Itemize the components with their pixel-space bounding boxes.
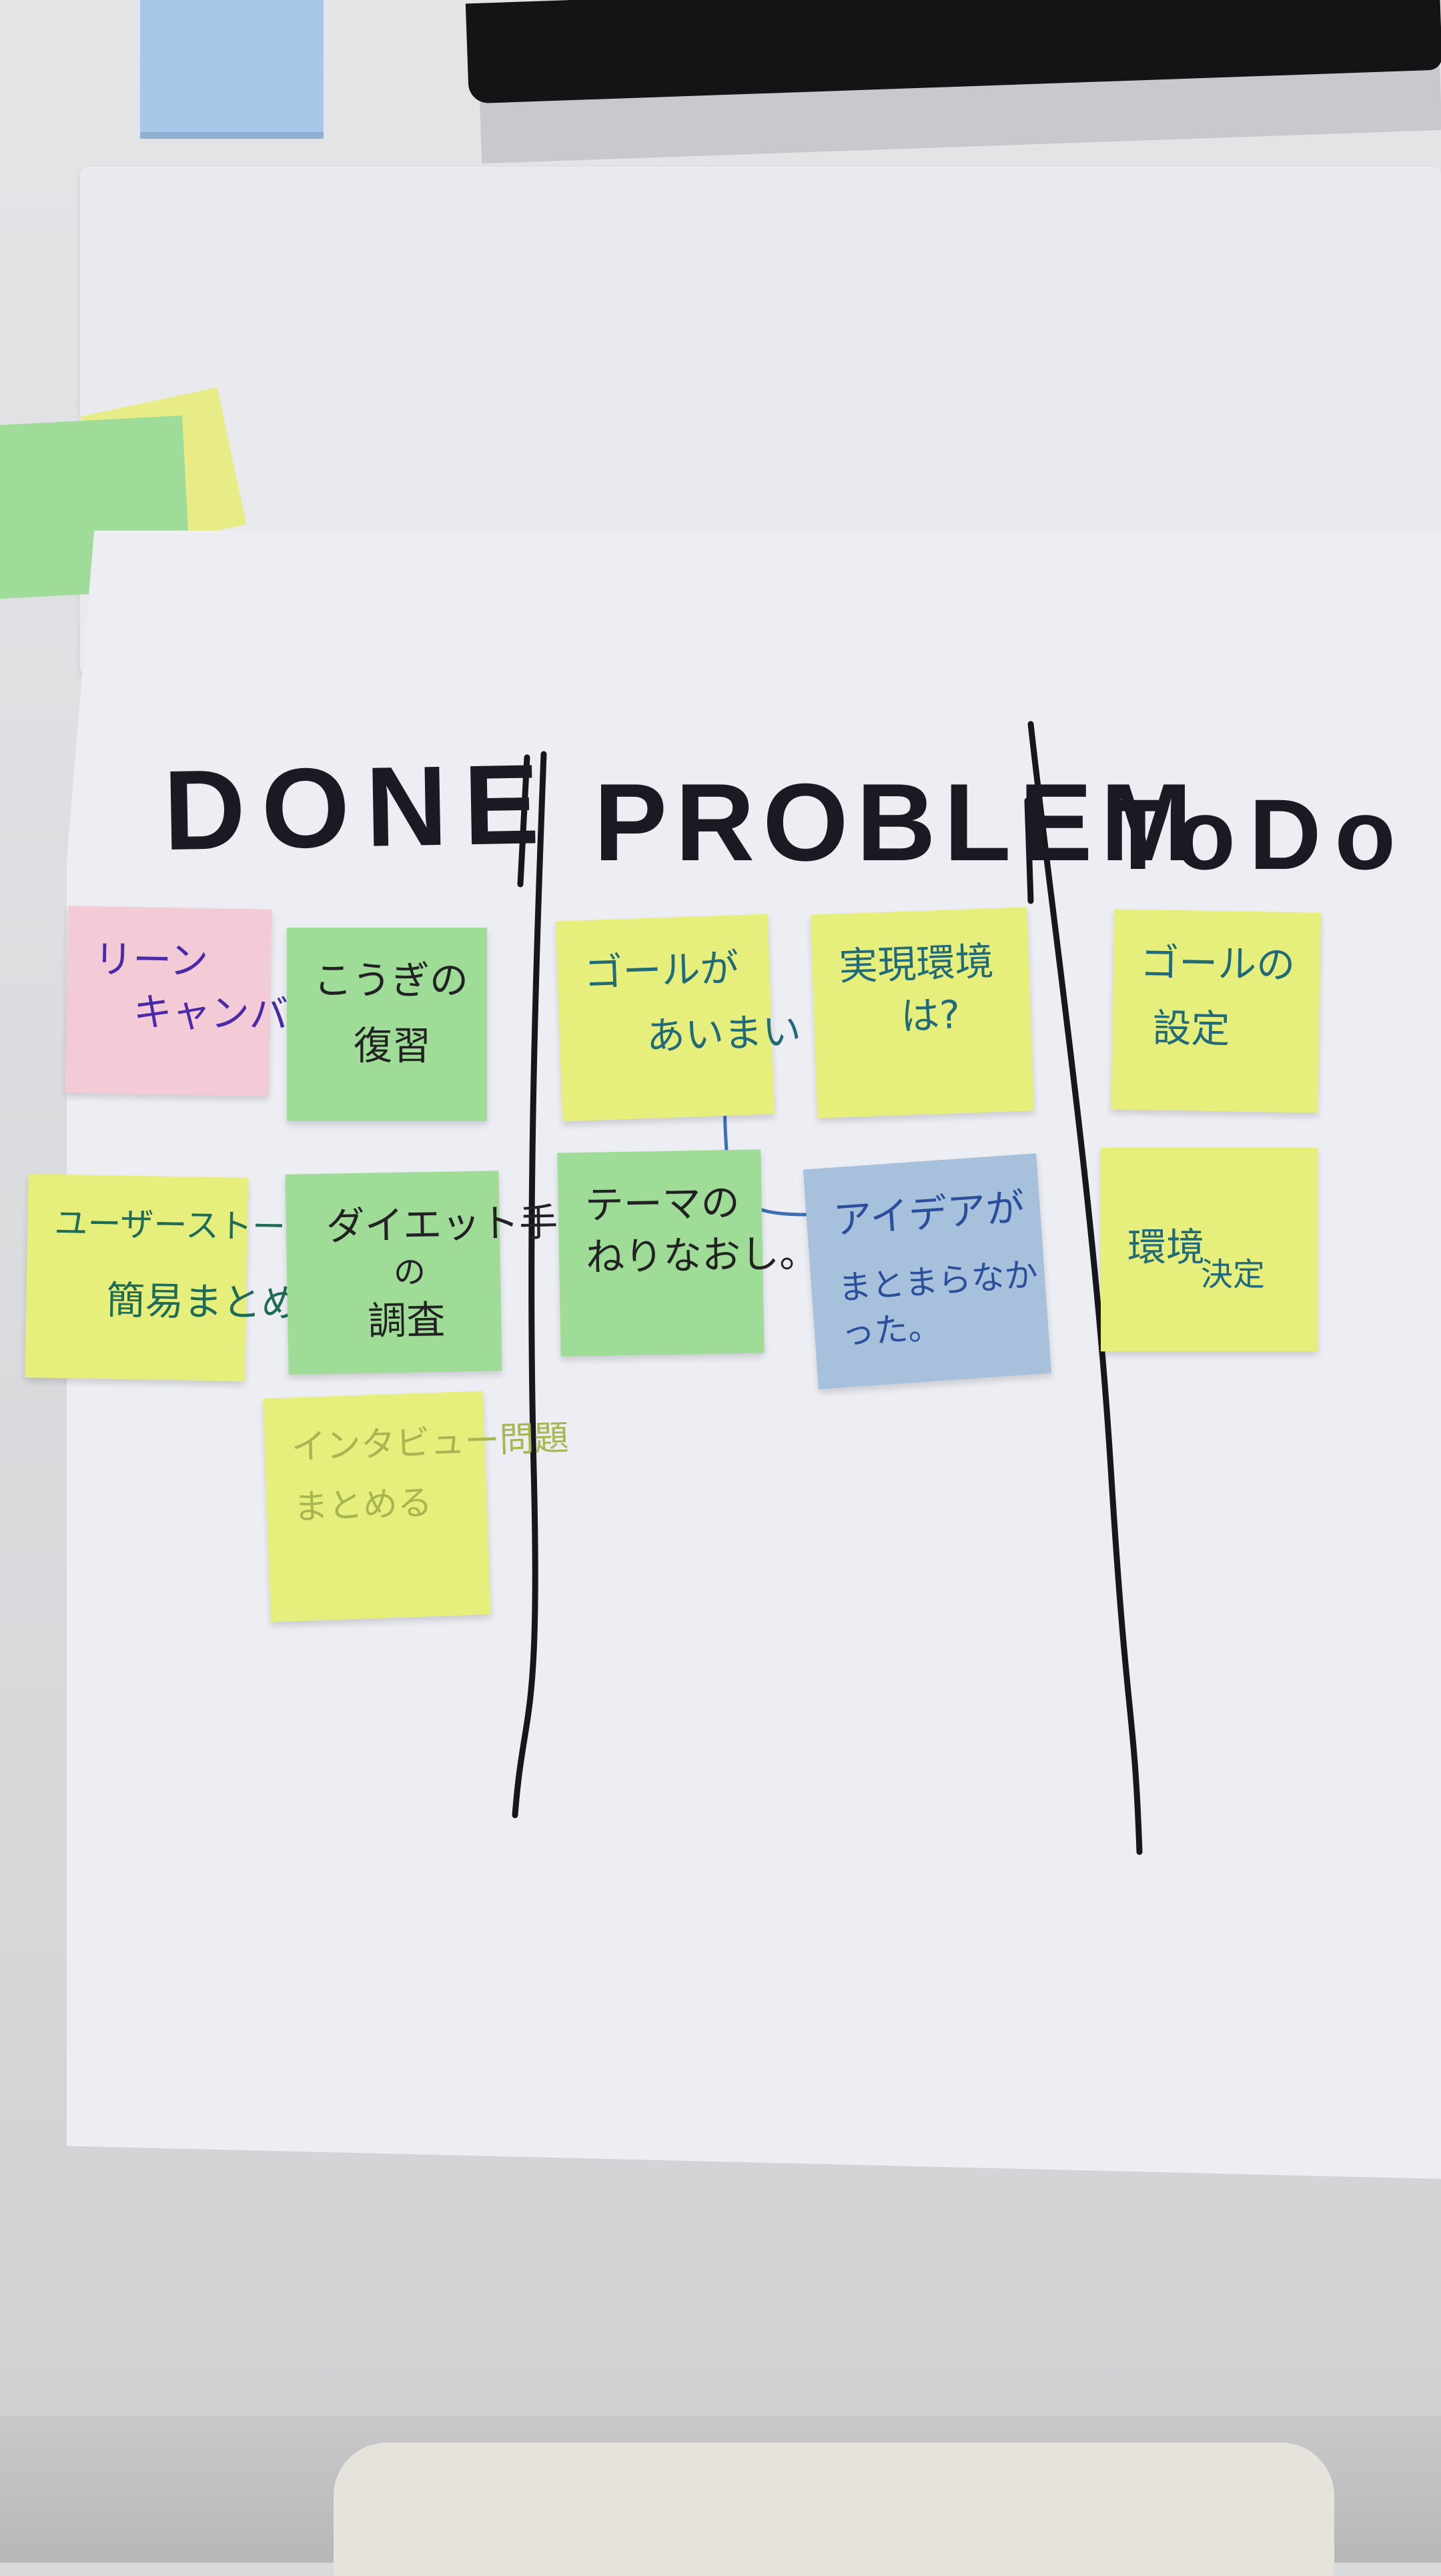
- sticky-note-lecture-review: こうぎの 復習: [287, 928, 487, 1121]
- note-text: は?: [900, 992, 961, 1040]
- note-text: インタビュー問題: [290, 1417, 570, 1468]
- heading-tick-problem: [1024, 797, 1034, 904]
- note-text: 復習: [354, 1023, 432, 1069]
- note-text: 決定: [1201, 1256, 1266, 1294]
- note-text: の: [393, 1253, 426, 1292]
- note-text: 簡易まとめ: [105, 1277, 300, 1326]
- note-text: あいまい: [645, 1008, 803, 1060]
- heading-tick-done: [517, 754, 530, 888]
- heading-problem: PROBLEM: [594, 761, 1200, 884]
- sticky-note-environment: 実現環境 は?: [810, 907, 1035, 1118]
- note-text: 実現環境: [838, 938, 995, 990]
- note-text: リーン: [93, 936, 209, 984]
- heading-done: DONE: [162, 740, 556, 875]
- sticky-note-goal-setting: ゴールの 設定: [1111, 909, 1322, 1113]
- sticky-note-user-story: ユーザーストーリー 簡易まとめ: [25, 1174, 353, 1381]
- note-text: アイデアが: [831, 1184, 1027, 1243]
- divider-done-problem: [512, 751, 547, 1819]
- sticky-note-environment-decision: 環境 決定: [1101, 1148, 1318, 1351]
- sticky-note-lean-canvas: リーン キャンバス: [65, 906, 328, 1096]
- note-text: テーマの: [584, 1179, 741, 1228]
- note-text: 環境: [1127, 1225, 1206, 1270]
- sticky-note-diet-research: ダイエット手法 の 調査: [285, 1171, 597, 1375]
- note-text: ユーザーストーリー: [53, 1203, 353, 1248]
- sticky-note-goal-vague: ゴールが あいまい: [555, 914, 803, 1122]
- note-text: まとめる: [292, 1483, 433, 1528]
- sticky-note-idea: アイデアが まとまらなか った。: [803, 1153, 1052, 1389]
- blue-sticky-pad: [140, 0, 324, 139]
- note-text: ねりなおし。: [585, 1231, 819, 1281]
- note-text: 設定: [1151, 1005, 1231, 1052]
- fabric-foreground: [334, 2443, 1334, 2576]
- sticky-note-interview: インタビュー問題 まとめる: [263, 1391, 570, 1622]
- heading-todo: ToDo: [1107, 778, 1410, 890]
- note-text: ゴールが: [583, 945, 740, 996]
- note-text: ダイエット手法: [326, 1199, 597, 1249]
- note-text: こうぎの: [314, 958, 469, 1003]
- note-text: ゴールの: [1139, 940, 1296, 988]
- note-text: 調査: [367, 1297, 446, 1344]
- sticky-note-theme: テーマの ねりなおし。: [557, 1149, 819, 1357]
- note-text: キャンバス: [133, 989, 328, 1038]
- divider-problem-todo: [1027, 721, 1143, 1855]
